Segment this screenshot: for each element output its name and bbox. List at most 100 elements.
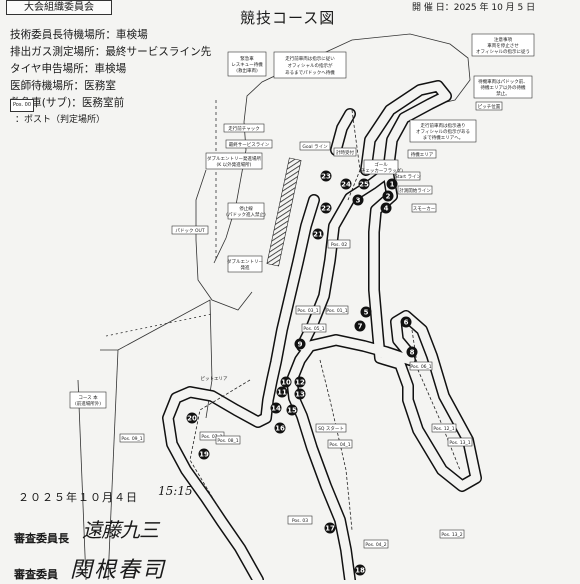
- corner-marker-21: [312, 228, 324, 240]
- corner-marker-16: [274, 422, 286, 434]
- label-text: あるまでパドックへ待機: [285, 69, 335, 76]
- corner-marker-17: [324, 522, 336, 534]
- label-text: ピッチ位置: [478, 103, 501, 110]
- label-text: 計時受付: [336, 149, 354, 156]
- post-text: Pos. 13_1: [449, 440, 470, 446]
- label-final-service: 最終サービスライン: [225, 139, 273, 149]
- info-line: タイヤ申告場所：車検場: [10, 63, 127, 75]
- post-label: Pos. 04_1: [327, 439, 353, 449]
- corner-marker-14: [270, 402, 282, 414]
- corner-number: 3: [356, 197, 361, 205]
- course-labels: 緊急車 レスキュー待機 (救出車両) 走行前車両は指示に従い オフィシャルの指示…: [69, 33, 535, 433]
- label-text: 走行前車両は指示通り: [421, 122, 466, 129]
- label-vehicles-note: 走行前車両は指示通り オフィシャルの指示がある まで待機エリアへ。: [409, 119, 477, 143]
- label-double-entry-area: ダブルエントリー 発進: [227, 255, 263, 273]
- post-label: Pos. 08_1: [215, 435, 241, 445]
- corner-number: 1: [390, 181, 395, 189]
- label-text: ゴール: [374, 161, 388, 168]
- pit-hatch-strip: [266, 157, 302, 267]
- corner-number: 19: [199, 451, 209, 459]
- corner-marker-7: [354, 320, 366, 332]
- corner-number: 4: [384, 205, 389, 213]
- corner-number: 20: [187, 415, 197, 423]
- label-start-chicane: 走行前チャック: [223, 123, 265, 133]
- info-line: 排出ガス測定場所：最終サービスライン先: [10, 46, 212, 58]
- corner-number: 2: [386, 193, 391, 201]
- corner-marker-6: [400, 316, 412, 328]
- page-title: 競技コース図: [240, 9, 336, 27]
- corner-marker-11: [276, 386, 288, 398]
- post-label: Pos. 03: [287, 515, 313, 525]
- label-text: 発進: [241, 264, 250, 271]
- label-text: (前進場所外): [75, 400, 101, 407]
- label-text: オフィシャルの指示に従う: [476, 48, 530, 55]
- footer-time: 15:15: [158, 484, 193, 498]
- corner-number: 14: [271, 405, 281, 413]
- corner-marker-3: [352, 194, 364, 206]
- label-goal-checkers: ゴール (チェッカーフラッグ): [359, 159, 403, 175]
- corner-marker-5: [360, 306, 372, 318]
- post-label: Pos. 13_2: [439, 529, 465, 539]
- label-text: 緊急車: [240, 55, 254, 62]
- post-text: Pos. 12_1: [433, 426, 454, 432]
- label-notes-pit-entry: 走行前車両は指示に従い オフィシャルの指示が あるまでパドックへ待機: [273, 51, 347, 79]
- label-vehicle-waiting: 待機車両はパドック前、 待機エリア以外の待機 禁止。: [473, 75, 533, 99]
- label-course-hq: コース 本 (前進場所外): [69, 391, 107, 409]
- label-pit-area: ピットエリア: [201, 376, 228, 382]
- label-text: (パドック進入禁止): [226, 211, 266, 218]
- corner-marker-24: [340, 178, 352, 190]
- corner-number: 9: [298, 341, 303, 349]
- post-text: Pos. 13_2: [441, 532, 462, 538]
- corner-number: 24: [341, 181, 351, 189]
- label-text: 走行前チャック: [228, 125, 259, 132]
- label-text: 走行前車両は指示に従い: [285, 55, 335, 62]
- post-text: Pos. 01_1: [326, 308, 347, 314]
- paddock-boundary: [77, 33, 471, 580]
- label-marker: ピッチ位置: [475, 101, 503, 111]
- label-text: オフィシャルの指示が: [288, 62, 333, 69]
- label-text: Start ライン: [395, 174, 421, 180]
- label-text: (救出車両): [236, 67, 258, 74]
- role-judge: 審査委員: [14, 568, 58, 581]
- corner-marker-8: [406, 346, 418, 358]
- post-label: Pos. 02: [327, 239, 351, 249]
- post-label: Pos. 03_1: [295, 305, 321, 315]
- post-label: Pos. 09_1: [119, 433, 145, 443]
- label-text: ピットエリア: [201, 376, 228, 382]
- label-paddock-out: パドック OUT: [171, 225, 209, 235]
- label-timing-board: 計時受付: [333, 147, 357, 157]
- corner-marker-13: [294, 388, 306, 400]
- corner-marker-23: [320, 170, 332, 182]
- info-block: 技術委員長待機場所：車検場 排出ガス測定場所：最終サービスライン先 タイヤ申告場…: [10, 27, 211, 112]
- corner-marker-2: [382, 190, 394, 202]
- corner-number: 17: [325, 525, 335, 533]
- corner-number: 12: [295, 379, 305, 387]
- corner-marker-15: [286, 404, 298, 416]
- corner-number: 5: [364, 309, 369, 317]
- post-text: Pos. 04_1: [329, 442, 350, 448]
- post-text: Pos. 07_1: [201, 434, 222, 440]
- label-text: 注意事項: [494, 36, 512, 43]
- post-label: Pos. 01_1: [325, 305, 349, 315]
- label-text: 停止線: [239, 205, 253, 212]
- label-rescue-waiting: 緊急車 レスキュー待機 (救出車両): [227, 51, 267, 77]
- info-line: 救急車(サブ)：医務室前: [10, 97, 125, 109]
- corner-number: 23: [321, 173, 331, 181]
- label-start-line: Start ライン: [395, 171, 421, 181]
- label-text: 車両を停止させ: [487, 42, 519, 49]
- corner-number: 22: [321, 205, 331, 213]
- label-double-entry-wait: ダブルエントリー発進場所 (K 以外発進場所): [205, 152, 263, 170]
- label-text: 待機エリア以外の待機: [481, 84, 526, 91]
- label-text: スモーカー: [413, 206, 436, 212]
- label-text: 待機エリア: [411, 151, 434, 158]
- post-text: Pos. 04_2: [365, 542, 386, 548]
- info-line: 技術委員長待機場所：車検場: [10, 29, 148, 41]
- corner-marker-22: [320, 202, 332, 214]
- corner-marker-18: [354, 564, 366, 576]
- label-text: ダブルエントリー発進場所: [207, 155, 261, 162]
- post-text: Pos. 05_1: [303, 326, 324, 332]
- label-instructions-top: 注意事項 車両を停止させ オフィシャルの指示に従う: [471, 33, 535, 57]
- label-text: 最終サービスライン: [229, 141, 270, 148]
- label-text: 計測開始ライン: [399, 187, 431, 194]
